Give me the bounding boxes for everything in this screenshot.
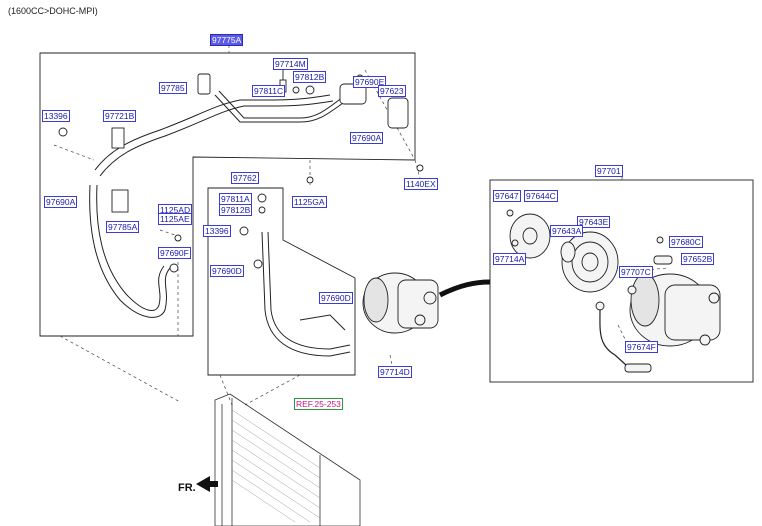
part-label-97690a-top[interactable]: 97690A bbox=[350, 132, 384, 144]
part-label-97701[interactable]: 97701 bbox=[595, 165, 623, 177]
part-label-97680c[interactable]: 97680C bbox=[669, 236, 703, 248]
part-label-1140ex[interactable]: 1140EX bbox=[404, 178, 438, 190]
compressor-detail-frame bbox=[489, 179, 754, 383]
part-label-13396-top[interactable]: 13396 bbox=[42, 110, 70, 122]
part-label-97690a-left[interactable]: 97690A bbox=[44, 196, 78, 208]
part-label-97674f[interactable]: 97674F bbox=[625, 341, 658, 353]
part-label-97721b[interactable]: 97721B bbox=[103, 110, 137, 122]
part-label-97690e[interactable]: 97690E bbox=[353, 76, 387, 88]
flex-hose-left-inner bbox=[96, 184, 165, 311]
part-label-97623[interactable]: 97623 bbox=[378, 85, 406, 97]
discharge-hose-inner bbox=[267, 231, 351, 350]
part-label-97714a[interactable]: 97714A bbox=[493, 253, 527, 265]
condenser bbox=[214, 393, 361, 526]
engine-spec-header: (1600CC>DOHC-MPI) bbox=[8, 6, 98, 16]
part-label-97812b-lower[interactable]: 97812B bbox=[219, 204, 253, 216]
ref-label[interactable]: REF.25-253 bbox=[294, 398, 343, 410]
part-label-97762[interactable]: 97762 bbox=[231, 172, 259, 184]
discharge-hose-frame bbox=[207, 187, 356, 376]
part-label-97652b[interactable]: 97652B bbox=[681, 253, 715, 265]
hose-assembly-frame bbox=[39, 52, 416, 337]
front-arrow-icon bbox=[196, 476, 218, 492]
part-label-97714m[interactable]: 97714M bbox=[273, 58, 308, 70]
discharge-hose-end bbox=[299, 314, 346, 331]
part-label-97647[interactable]: 97647 bbox=[493, 190, 521, 202]
part-label-97785[interactable]: 97785 bbox=[159, 82, 187, 94]
part-label-97690d-left[interactable]: 97690D bbox=[210, 265, 244, 277]
part-label-97775a[interactable]: 97775A bbox=[210, 34, 244, 46]
part-label-97690f[interactable]: 97690F bbox=[158, 247, 191, 259]
flex-hose-left bbox=[89, 184, 171, 318]
part-label-97707c[interactable]: 97707C bbox=[619, 266, 653, 278]
front-indicator-label: FR. bbox=[178, 482, 196, 494]
suction-hose-upper-inner bbox=[99, 100, 334, 177]
part-label-97811c[interactable]: 97811C bbox=[252, 85, 286, 97]
part-label-97714d[interactable]: 97714D bbox=[378, 366, 412, 378]
part-label-13396-mid[interactable]: 13396 bbox=[203, 225, 231, 237]
part-label-1125ga[interactable]: 1125GA bbox=[292, 196, 327, 208]
part-label-97643a[interactable]: 97643A bbox=[550, 225, 584, 237]
part-label-97690d-right[interactable]: 97690D bbox=[319, 292, 353, 304]
part-label-1125ae[interactable]: 1125AE bbox=[158, 213, 192, 225]
part-label-97785a[interactable]: 97785A bbox=[106, 221, 140, 233]
part-label-97643e[interactable]: 97643E bbox=[577, 216, 611, 228]
part-label-97812b[interactable]: 97812B bbox=[293, 71, 327, 83]
part-label-97644c[interactable]: 97644C bbox=[524, 190, 558, 202]
discharge-hose bbox=[261, 231, 351, 357]
